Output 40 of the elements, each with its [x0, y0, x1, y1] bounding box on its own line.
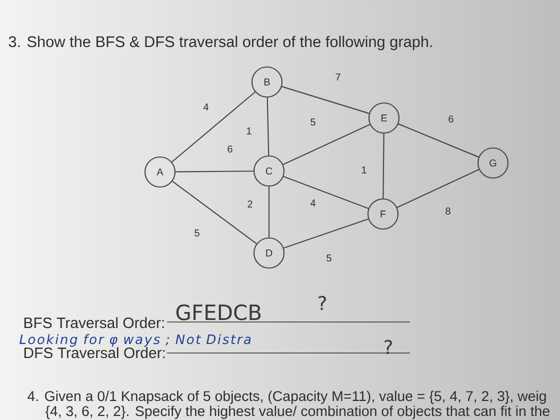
- edge-weight: 8: [446, 207, 450, 215]
- question-text: DFS Traversal Order:: [24, 347, 165, 358]
- handwritten-mark: ?: [318, 296, 326, 310]
- edge-weight: 4: [203, 104, 208, 110]
- handwritten-answer: GFEDCB: [176, 304, 261, 320]
- graph-edge: [283, 176, 369, 210]
- graph-edge: [398, 123, 479, 158]
- graph-node: G: [477, 147, 509, 179]
- edge-weight: 1: [362, 166, 366, 174]
- graph-edge: [382, 134, 384, 198]
- graph-node: D: [253, 237, 285, 269]
- graph-edge: [172, 180, 257, 244]
- edge-weight: 5: [326, 254, 332, 262]
- edge-weight: 6: [448, 115, 454, 123]
- question-text: 4. Given a 0/1 Knapsack of 5 objects, (Capacity M=11), value = {5, 4, 7, 2, 3}, weig: [28, 390, 546, 404]
- graph-node: B: [251, 66, 283, 98]
- graph-edge: [396, 169, 480, 208]
- graph-node: E: [368, 102, 400, 134]
- edge-weight: 6: [228, 145, 232, 153]
- graph-node: A: [144, 156, 176, 188]
- question-title: 3. Show the BFS & DFS traversal order of the following graph.: [8, 36, 432, 50]
- graph-edge: [172, 92, 256, 162]
- graph-node: F: [367, 198, 399, 230]
- edge-weight: 7: [336, 74, 340, 80]
- handwritten-note: Looking for φ ways ; Not Distra: [20, 334, 251, 347]
- graph-edge: [282, 86, 370, 114]
- graph-edge: [284, 218, 368, 248]
- handwritten-mark: ?: [384, 340, 392, 354]
- edge-weight: 2: [248, 200, 252, 208]
- question-text: BFS Traversal Order:: [24, 317, 164, 328]
- edge-weight: 5: [310, 118, 316, 126]
- graph-edge: [266, 98, 270, 156]
- edge-weight: 5: [194, 230, 200, 236]
- edge-weight: 4: [310, 200, 316, 206]
- graph-edge: [282, 124, 370, 165]
- graph-edge: [176, 170, 254, 172]
- question-text: {4, 3, 6, 2, 2}. Specify the highest value/ combination of objects that can fit in the: [45, 406, 550, 419]
- graph-edge: [268, 186, 270, 238]
- edge-weight: 1: [247, 128, 252, 134]
- graph-node: C: [253, 155, 285, 187]
